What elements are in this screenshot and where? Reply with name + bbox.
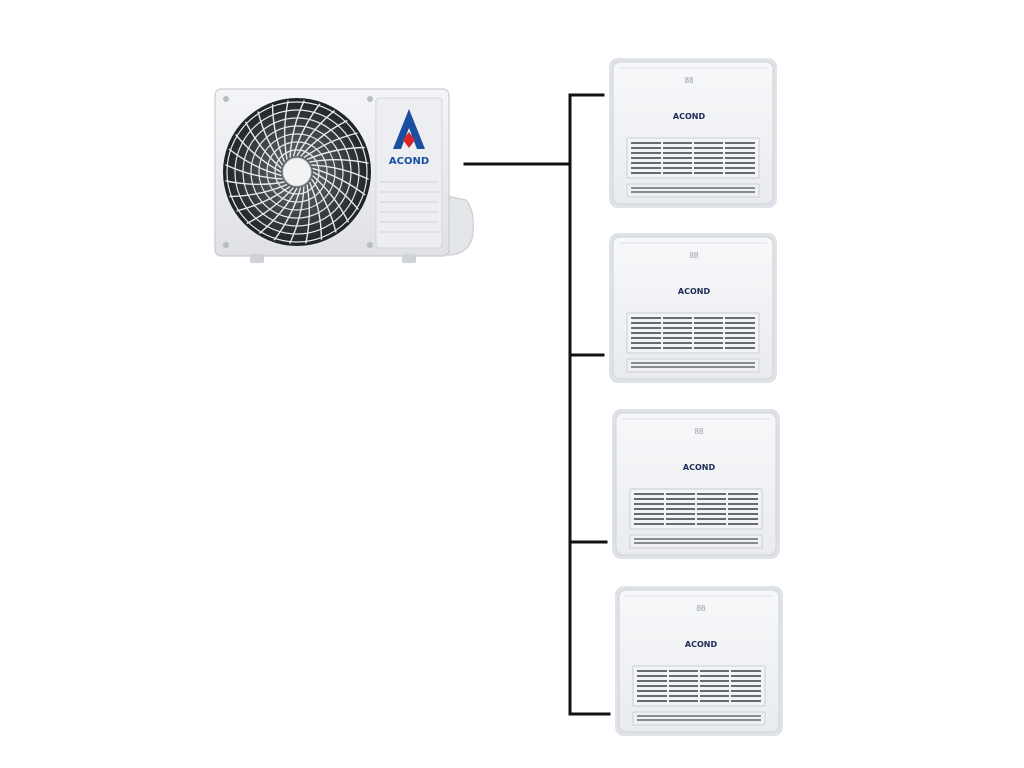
indoor-brand-label: ACOND: [685, 640, 718, 649]
indoor-display: 88: [690, 251, 699, 260]
outdoor-brand-label: ACOND: [389, 156, 429, 167]
indoor-display: 88: [697, 604, 706, 613]
fan-hub: [283, 158, 311, 186]
indoor-unit-1: ACOND 88: [609, 58, 777, 208]
indoor-display: 88: [685, 76, 694, 85]
indoor-display: 88: [695, 427, 704, 436]
outdoor-unit: ACOND: [215, 89, 473, 263]
indoor-brand-label: ACOND: [673, 112, 706, 121]
indoor-brand-label: ACOND: [683, 463, 716, 472]
indoor-brand-label: ACOND: [678, 287, 711, 296]
indoor-unit-4: ACOND 88: [615, 586, 783, 736]
indoor-unit-3: ACOND 88: [612, 409, 780, 559]
refrigerant-piping: [465, 95, 609, 714]
indoor-unit-2: ACOND 88: [609, 233, 777, 383]
